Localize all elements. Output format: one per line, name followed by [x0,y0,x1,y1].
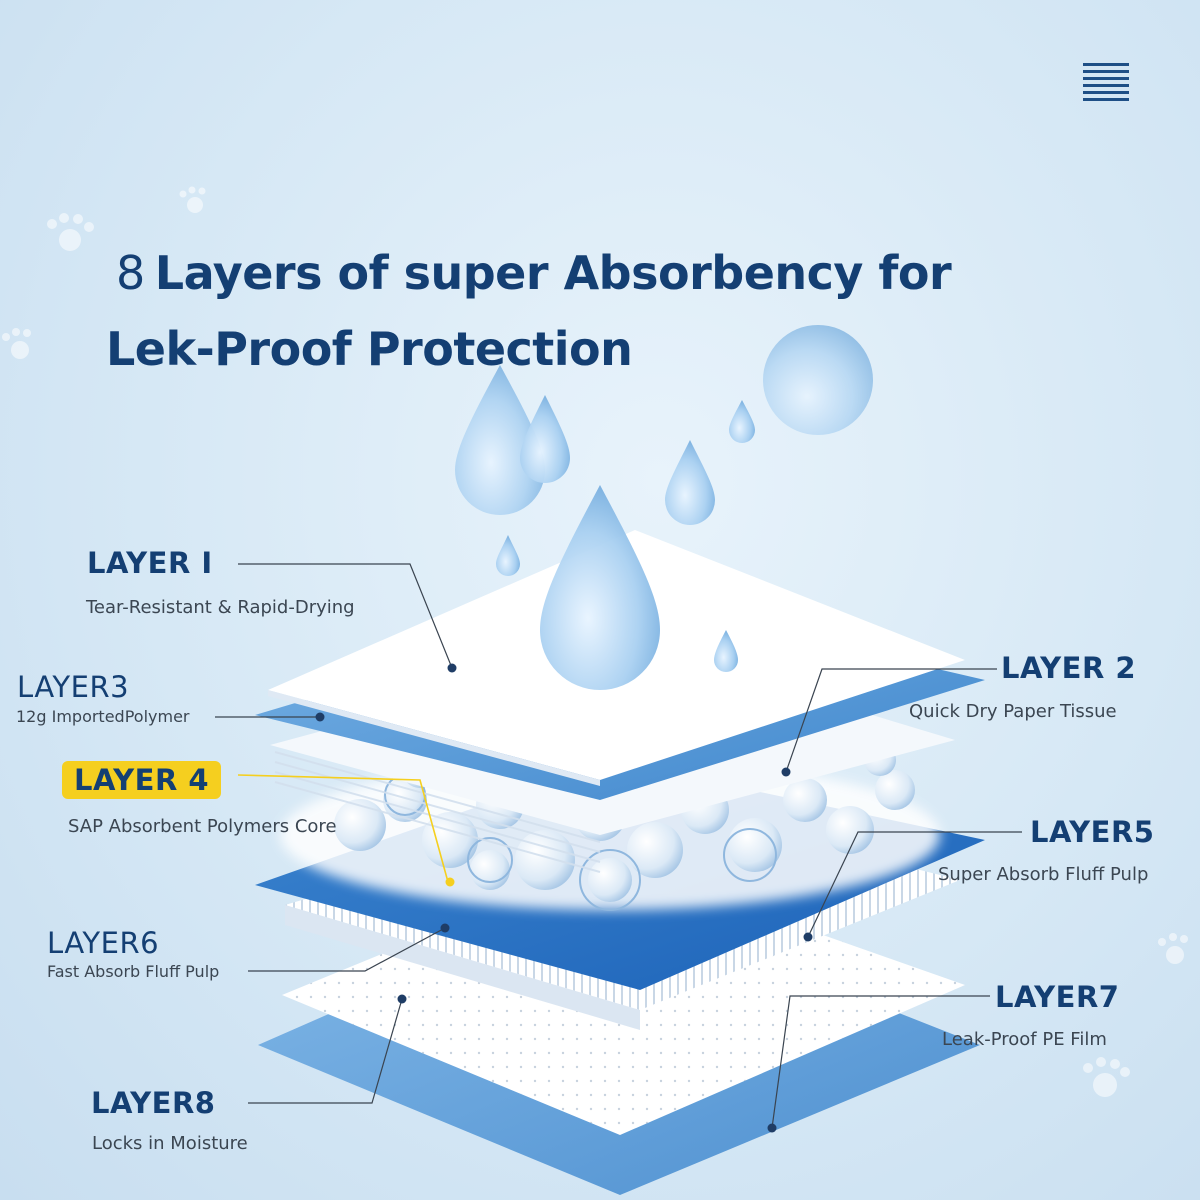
layer-3-description: 12g ImportedPolymer [16,707,190,726]
layer-6-name: LAYER6 [47,926,160,960]
layer-3-name: LAYER3 [17,670,130,704]
layer-4-description: SAP Absorbent Polymers Core [68,816,337,837]
layer-2-description: Quick Dry Paper Tissue [909,701,1117,722]
layer-1-name: LAYER I [87,546,213,580]
layer-4-leader [237,774,449,883]
layer-1-description: Tear-Resistant & Rapid-Drying [86,597,355,618]
menu-lines-icon[interactable] [1083,63,1129,107]
water-drop-icon [455,325,873,690]
page-title-line2: Lek-Proof Protection [106,322,633,376]
title-line1-text: Layers of super Absorbency for [154,246,952,300]
layer-8-description: Locks in Moisture [92,1133,248,1154]
layer-4-name: LAYER 4 [62,761,222,799]
title-number: 8 [116,246,145,300]
layer-5-description: Super Absorb Fluff Pulp [938,864,1149,885]
leader-lines [215,563,1022,1129]
leader-dots [315,663,813,1133]
layer-6-description: Fast Absorb Fluff Pulp [47,962,220,981]
layer-7-name: LAYER7 [995,980,1120,1014]
layer-2-name: LAYER 2 [1001,651,1137,685]
layer-4-dot [445,877,455,887]
paw-print-icon [2,186,1188,1097]
layer-8-name: LAYER8 [91,1086,216,1120]
layer-5-name: LAYER5 [1030,815,1155,849]
layer-7-description: Leak-Proof PE Film [942,1029,1107,1050]
